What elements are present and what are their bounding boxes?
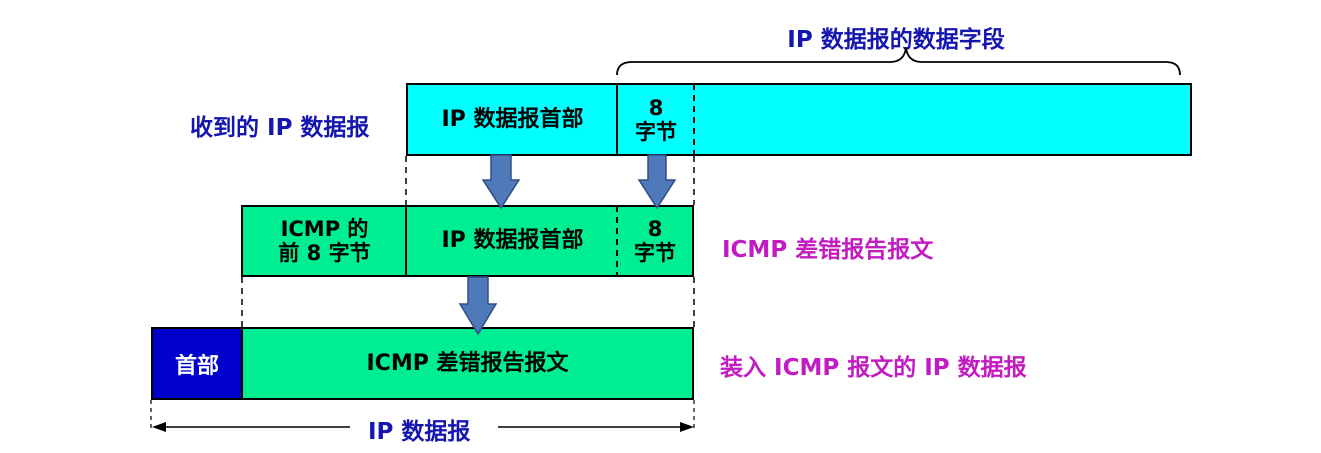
- received-8-bytes-cell: 8 字节: [618, 85, 694, 154]
- icmp-ip-header-cell: IP 数据报首部: [441, 228, 584, 253]
- icmp-message-bar: [241, 205, 694, 277]
- encapsulated-icmp-body-cell: ICMP 差错报告报文: [366, 350, 569, 376]
- ip-datagram-span-label: IP 数据报: [368, 419, 471, 445]
- received-8-bytes-number: 8: [648, 95, 664, 120]
- arrow-header-down-1: [481, 154, 521, 210]
- arrow-8-bytes-down: [637, 154, 677, 210]
- encapsulated-header-cell: 首部: [153, 329, 241, 398]
- arrow-message-down: [458, 276, 498, 336]
- icmp-first-8-bytes-cell: ICMP 的 前 8 字节: [243, 207, 406, 275]
- icmp-8-bytes-number: 8: [647, 217, 663, 241]
- span-arrowhead-left: [152, 422, 166, 432]
- icmp-first-cell-line2: 前 8 字节: [278, 241, 371, 265]
- icmp-8-bytes-cell: 8 字节: [618, 207, 692, 275]
- data-field-brace: [616, 47, 1181, 76]
- icmp-message-label: ICMP 差错报告报文: [722, 237, 934, 263]
- received-datagram-bar: [406, 83, 1192, 156]
- span-arrowhead-right: [680, 422, 694, 432]
- received-8-bytes-unit: 字节: [635, 119, 677, 144]
- icmp-8-bytes-unit: 字节: [634, 241, 676, 265]
- encapsulated-datagram-label: 装入 ICMP 报文的 IP 数据报: [720, 355, 1027, 381]
- received-datagram-label: 收到的 IP 数据报: [190, 115, 370, 141]
- received-header-cell: IP 数据报首部: [441, 106, 584, 132]
- data-field-label: IP 数据报的数据字段: [787, 27, 1005, 53]
- icmp-first-cell-line1: ICMP 的: [280, 217, 369, 241]
